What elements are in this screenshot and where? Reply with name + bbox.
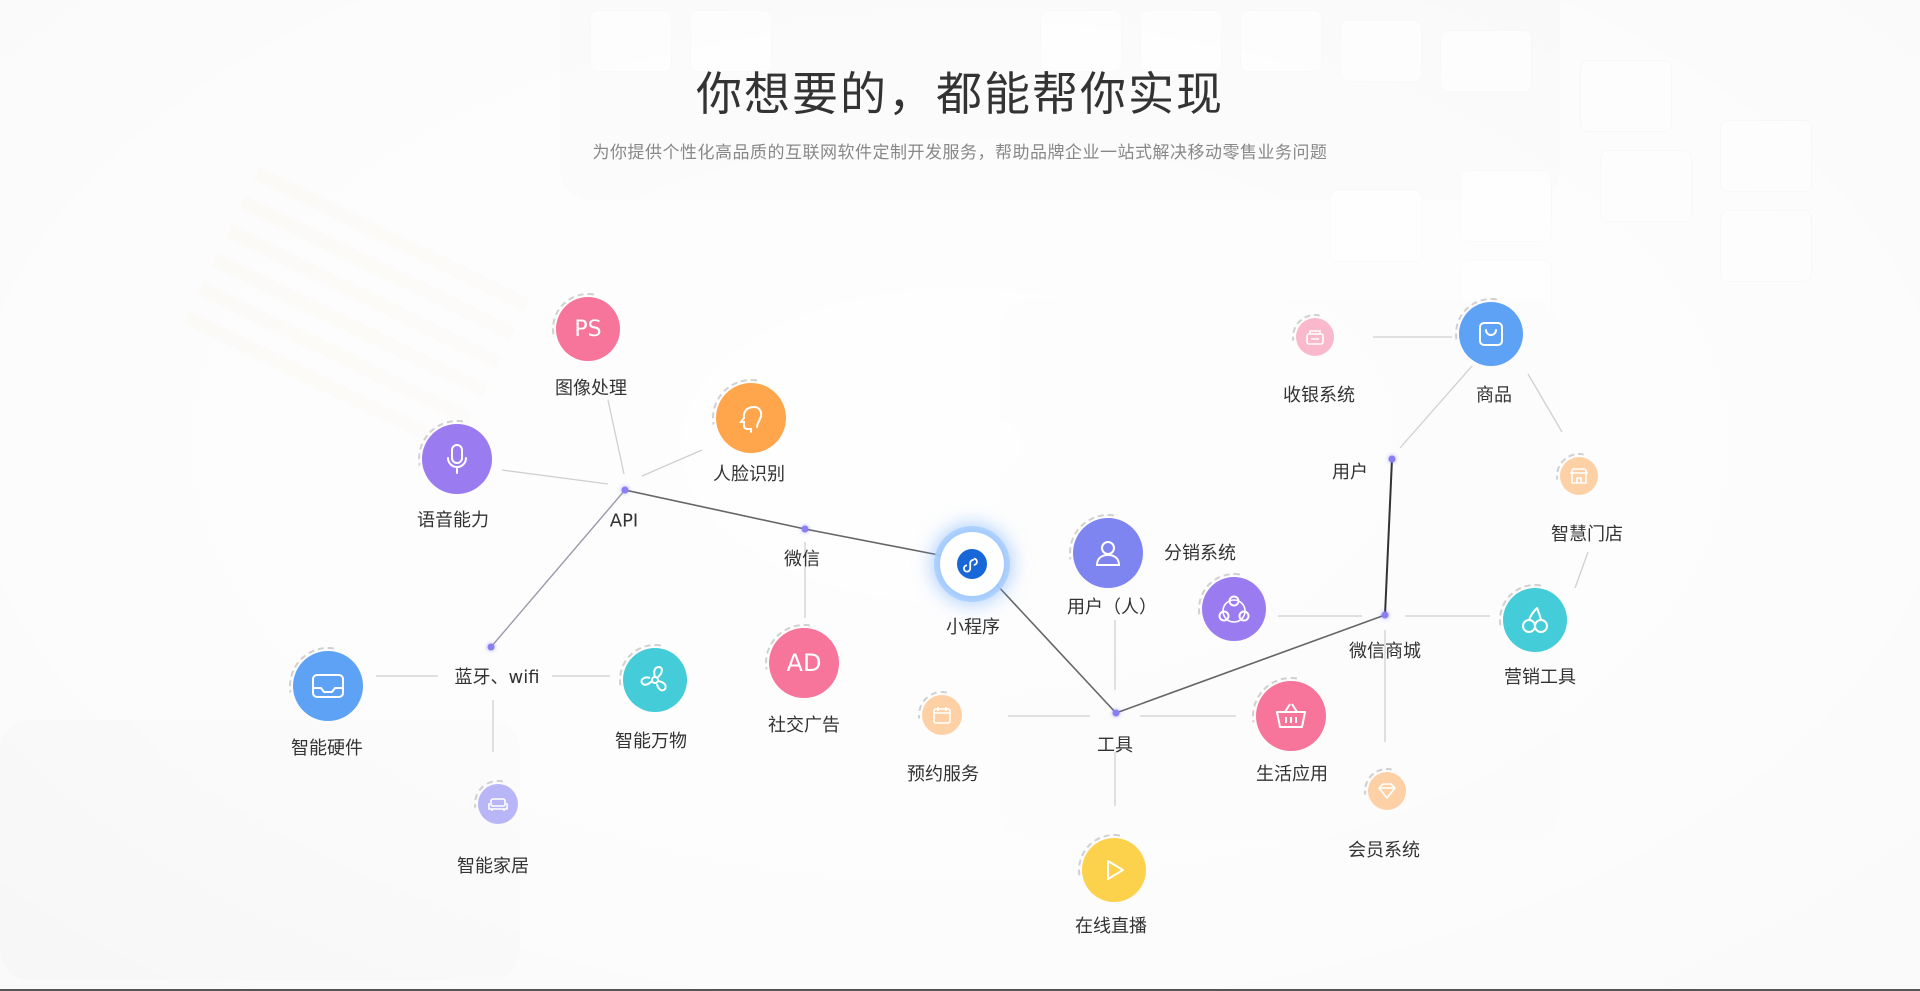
wechat-junction-dot — [801, 525, 809, 533]
face-profile-icon — [734, 401, 768, 435]
user-icon — [1092, 537, 1124, 569]
live-streaming-node[interactable] — [1078, 834, 1146, 902]
cashier-system-label: 收银系统 — [1283, 385, 1355, 406]
basket-icon — [1274, 701, 1308, 731]
bottom-divider — [0, 989, 1920, 991]
smart-home-label: 智能家居 — [457, 856, 529, 877]
user-person-label: 用户（人） — [1067, 597, 1157, 618]
image-processing-label: 图像处理 — [555, 378, 627, 399]
cash-register-icon — [1305, 328, 1325, 346]
booking-service-label: 预约服务 — [907, 764, 979, 785]
goods-node[interactable] — [1455, 298, 1523, 366]
distribution-system-node[interactable] — [1198, 573, 1266, 641]
page-title: 你想要的，都能帮你实现 — [696, 67, 1224, 121]
smart-store-node[interactable] — [1556, 453, 1598, 495]
mall-junction-dot — [1381, 611, 1389, 619]
smart-things-label: 智能万物 — [615, 731, 687, 752]
sofa-icon — [488, 796, 508, 812]
wechat-label: 微信 — [784, 549, 820, 570]
image-processing-node[interactable]: PS — [552, 293, 620, 361]
voice-ability-label: 语音能力 — [417, 510, 489, 531]
user-person-node[interactable] — [1069, 514, 1143, 588]
social-ad-label: 社交广告 — [768, 715, 840, 736]
member-system-label: 会员系统 — [1348, 840, 1420, 861]
member-system-node[interactable] — [1364, 768, 1406, 810]
cashier-system-node[interactable] — [1292, 314, 1334, 356]
diamond-icon — [1377, 782, 1397, 800]
microphone-icon — [442, 442, 472, 476]
bluetooth-junction-dot — [487, 643, 495, 651]
smart-hardware-node[interactable] — [289, 647, 363, 721]
mini-program-icon — [957, 549, 987, 579]
wechat-mall-label: 微信商城 — [1349, 641, 1421, 662]
calendar-icon — [932, 705, 952, 725]
api-label: API — [609, 510, 639, 532]
smart-home-node[interactable] — [474, 780, 518, 824]
tools-label: 工具 — [1097, 735, 1133, 756]
cherries-icon — [1519, 604, 1551, 636]
bluetooth-wifi-label: 蓝牙、wifi — [454, 667, 540, 688]
distribution-system-label: 分销系统 — [1164, 543, 1236, 564]
face-recognition-node[interactable] — [712, 379, 786, 453]
api-junction-dot — [621, 486, 629, 494]
voice-ability-node[interactable] — [418, 420, 492, 494]
mini-program-hub[interactable] — [940, 532, 1004, 596]
life-app-node[interactable] — [1252, 677, 1326, 751]
goods-label: 商品 — [1476, 385, 1512, 406]
social-ad-node[interactable]: AD — [765, 624, 839, 698]
smart-hardware-label: 智能硬件 — [291, 738, 363, 759]
ps-text-icon: PS — [574, 316, 602, 342]
storefront-icon — [1569, 467, 1589, 485]
user-hub-label: 用户 — [1332, 462, 1368, 483]
page-subtitle: 为你提供个性化高品质的互联网软件定制开发服务，帮助品牌企业一站式解决移动零售业务… — [592, 143, 1328, 163]
fan-icon — [639, 664, 671, 696]
smart-things-node[interactable] — [619, 644, 687, 712]
marketing-tools-node[interactable] — [1499, 584, 1567, 652]
tools-junction-dot — [1112, 709, 1120, 717]
network-nodes-icon — [1217, 594, 1251, 624]
shopping-bag-icon — [1476, 319, 1506, 349]
live-streaming-label: 在线直播 — [1075, 916, 1147, 937]
ad-text-icon: AD — [786, 649, 822, 677]
inbox-tray-icon — [310, 671, 346, 701]
face-recognition-label: 人脸识别 — [713, 464, 785, 485]
user-junction-dot — [1388, 455, 1396, 463]
smart-store-label: 智慧门店 — [1551, 524, 1623, 545]
marketing-tools-label: 营销工具 — [1504, 667, 1576, 688]
play-icon — [1100, 856, 1128, 884]
life-app-label: 生活应用 — [1256, 764, 1328, 785]
mini-program-label: 小程序 — [946, 617, 1000, 638]
booking-service-node[interactable] — [918, 691, 962, 735]
